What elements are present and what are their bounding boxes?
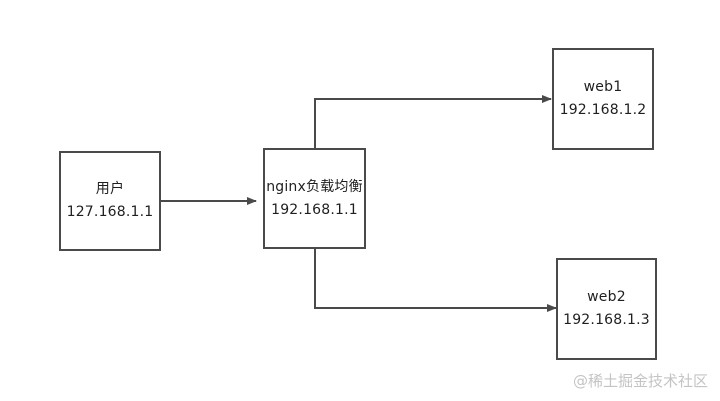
node-web2-ip: 192.168.1.3 — [563, 312, 650, 328]
watermark: @稀土掘金技术社区 — [572, 372, 708, 390]
node-web1-ip: 192.168.1.2 — [559, 102, 647, 118]
node-user-label: 用户 — [95, 181, 125, 197]
edge-nginx-to-web1 — [314, 95, 552, 149]
node-web1: web1 192.168.1.2 — [552, 48, 654, 150]
node-web1-label: web1 — [583, 79, 623, 95]
node-nginx-ip: 192.168.1.1 — [271, 201, 358, 218]
node-user: 用户 127.168.1.1 — [59, 151, 161, 251]
node-web2: web2 192.168.1.3 — [556, 258, 657, 360]
edge-nginx-to-web2 — [314, 249, 557, 312]
node-web2-label: web2 — [587, 289, 626, 305]
node-nginx-label: nginx负载均衡 — [266, 178, 363, 195]
node-nginx: nginx负载均衡 192.168.1.1 — [263, 148, 366, 249]
node-user-ip: 127.168.1.1 — [66, 204, 154, 220]
